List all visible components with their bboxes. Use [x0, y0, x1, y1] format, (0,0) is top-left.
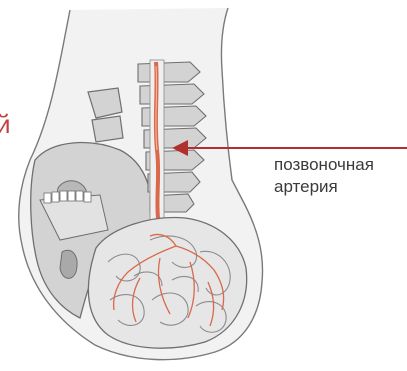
upper-vertebra-lower	[92, 116, 123, 142]
annotation-label-line1: позвоночная	[274, 154, 374, 176]
nasal-cavity	[60, 250, 77, 278]
annotation-label-line2: артерия	[274, 176, 338, 198]
